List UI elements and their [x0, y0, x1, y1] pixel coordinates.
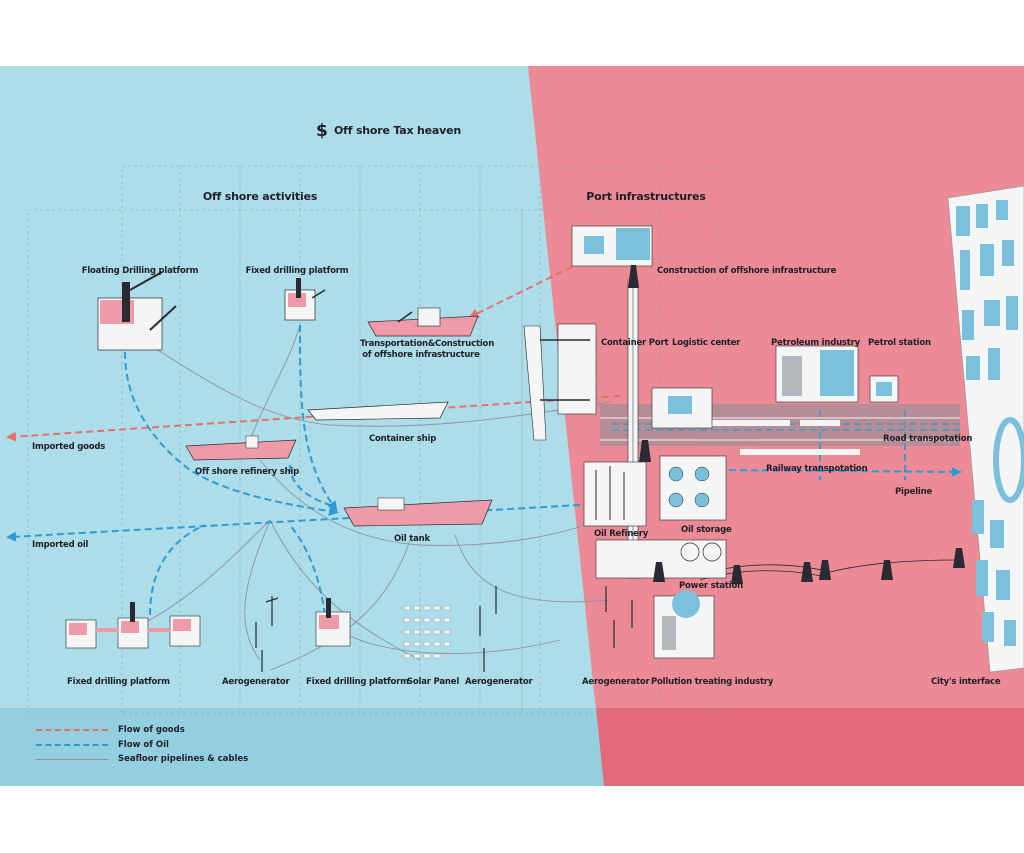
- label-oil-refinery: Oil Refinery: [594, 529, 649, 539]
- label-imported-goods: Imported goods: [32, 442, 106, 452]
- tax-heaven-heading: Off shore Tax heaven: [334, 124, 462, 137]
- port-infrastructures-heading: Port infrastructures: [586, 190, 706, 203]
- container-port: [523, 323, 597, 441]
- offshore-activities-heading: Off shore activities: [202, 190, 318, 203]
- label-fixed-drilling-platform-left: Fixed drilling platform: [67, 677, 170, 687]
- oil-tanker: [343, 497, 493, 527]
- legend-pipelines-swatch: [36, 758, 108, 760]
- construction-vessel: [367, 307, 479, 337]
- label-fixed-drilling-platform-mid: Fixed drilling platform: [306, 677, 409, 687]
- petroleum-industry: [775, 345, 859, 403]
- label-petroleum-industry: Petroleum industry: [771, 338, 860, 348]
- container-ship: [307, 401, 449, 421]
- label-transportation-line1: Transportation&Construction: [359, 339, 495, 349]
- aerogenerators: [255, 586, 633, 672]
- legend-goods: Flow of goods: [36, 723, 185, 737]
- label-petrol-station: Petrol station: [868, 338, 931, 348]
- tax-symbol: $: [316, 121, 328, 141]
- seafloor-pipelines: [139, 324, 611, 671]
- construction-yard: [571, 225, 653, 267]
- legend-oil-label: Flow of Oil: [118, 740, 169, 750]
- fixed-drilling-platform-top: [284, 278, 326, 321]
- label-construction-offshore-infrastructure: Construction of offshore infrastructure: [657, 266, 837, 276]
- label-container-ship: Container ship: [369, 434, 437, 444]
- label-pipeline: Pipeline: [895, 487, 933, 497]
- label-solar-panel: Solar Panel: [407, 677, 460, 687]
- offshore-refinery-ship: [185, 435, 297, 461]
- legend-oil: Flow of Oil: [36, 738, 169, 752]
- oil-refinery: [583, 461, 647, 527]
- legend-pipelines: Seafloor pipelines & cables: [36, 752, 248, 766]
- label-fixed-drilling-platform-top: Fixed drilling platform: [245, 266, 349, 276]
- pollution-treating-industry: [653, 590, 715, 659]
- logistic-center: [651, 387, 713, 429]
- label-aerogenerator-3: Aerogenerator: [582, 677, 650, 687]
- label-logistic-center: Logistic center: [672, 338, 741, 348]
- floating-drilling-platform: [97, 271, 177, 351]
- label-aerogenerator-1: Aerogenerator: [222, 677, 290, 687]
- fixed-drilling-platform-mid: [315, 598, 351, 647]
- label-oil-tank: Oil tank: [394, 534, 430, 544]
- legend-pipelines-label: Seafloor pipelines & cables: [118, 754, 249, 764]
- label-container-port: Container Port: [601, 338, 669, 348]
- label-floating-drilling-platform: Floating Drilling platform: [81, 266, 199, 276]
- land-bottom-band: [596, 708, 1024, 786]
- label-power-station: Power station: [679, 581, 743, 591]
- label-railway-transportation: Railway transpotation: [766, 464, 868, 474]
- legend-goods-label: Flow of goods: [118, 725, 185, 735]
- label-city-interface: City's interface: [931, 677, 1001, 687]
- label-pollution-treating-industry: Pollution treating industry: [651, 677, 774, 687]
- fixed-drilling-platforms-left: [65, 602, 201, 649]
- label-transportation-line2: of offshore infrastructure: [362, 350, 480, 360]
- label-road-transportation: Road transpotation: [883, 434, 973, 444]
- legend-goods-swatch: [36, 729, 108, 731]
- pylons: [628, 265, 965, 584]
- city-blocks: [947, 185, 1024, 673]
- legend-oil-swatch: [36, 744, 108, 746]
- label-oil-storage: Oil storage: [681, 525, 732, 535]
- label-aerogenerator-2: Aerogenerator: [465, 677, 533, 687]
- label-offshore-refinery-ship: Off shore refinery ship: [195, 467, 300, 477]
- oil-storage: [659, 455, 727, 521]
- label-imported-oil: Imported oil: [32, 540, 89, 550]
- solar-panels: [403, 605, 451, 659]
- petrol-station: [869, 375, 899, 403]
- sea-bottom-band: [0, 708, 604, 786]
